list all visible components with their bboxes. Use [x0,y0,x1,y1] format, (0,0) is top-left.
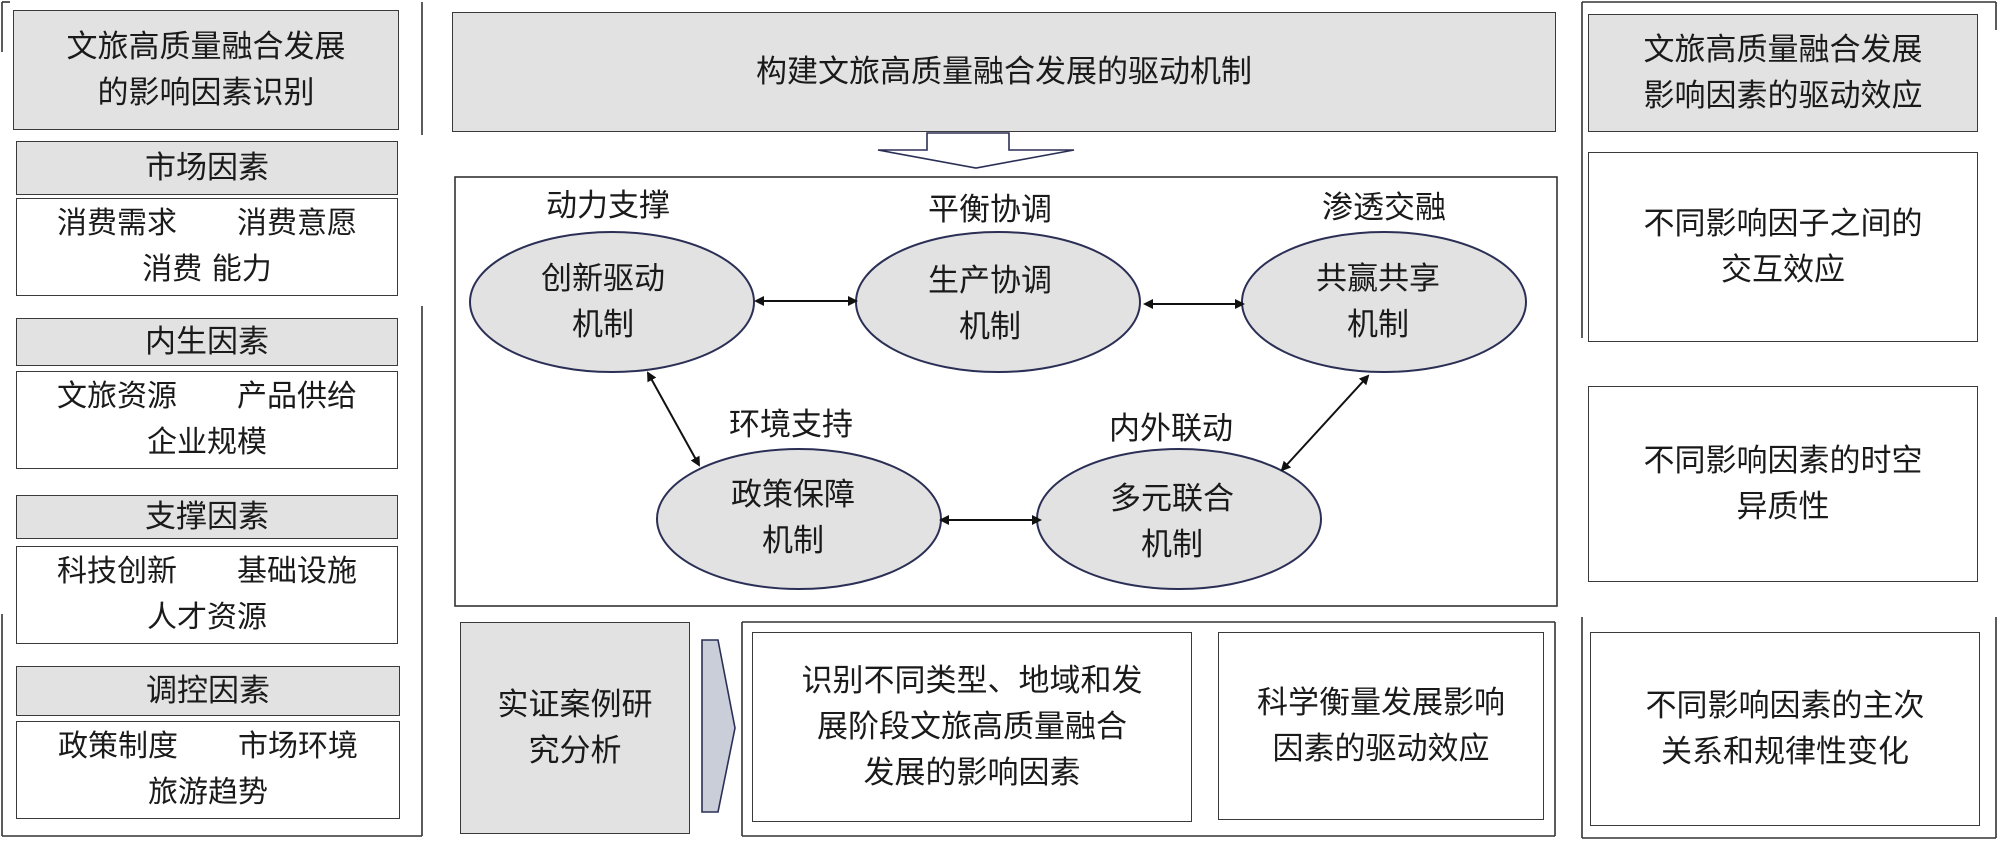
outcome-identify-box: 识别不同类型、地域和发 展阶段文旅高质量融合 发展的影响因素 [752,632,1192,822]
label-internal-external: 内外联动 [1109,411,1233,447]
case-study-box: 实证案例研 究分析 [460,622,690,834]
down-block-arrow [877,132,1075,169]
factor-header-support: 支撑因素 [16,495,398,539]
label-penetration: 渗透交融 [1322,190,1446,226]
factor-item: 文旅资源 [57,379,177,414]
outcome-measure-box: 科学衡量发展影响 因素的驱动效应 [1218,632,1544,820]
mechanism-winwin: 共赢共享 机制 [1316,261,1440,343]
mechanism-production: 生产协调 机制 [928,263,1052,345]
factor-item: 产品供给 [237,379,357,414]
factor-item: 人才资源 [147,600,267,635]
right-title-box: 文旅高质量融合发展 影响因素的驱动效应 [1588,14,1978,132]
right-brackets [1581,1,1997,839]
factor-item: 消费 能力 [142,252,272,287]
center-title-box: 构建文旅高质量融合发展的驱动机制 [452,12,1556,132]
factor-item: 政策制度 [58,729,178,764]
factor-item: 消费需求 [57,206,177,241]
effect-heterogeneity-box: 不同影响因素的时空 异质性 [1588,386,1978,582]
factor-items-market: 消费需求 消费意愿 消费 能力 [16,198,398,296]
factor-items-endogenous: 文旅资源 产品供给 企业规模 [16,371,398,469]
factor-item: 科技创新 [57,554,177,589]
mechanism-policy: 政策保障 机制 [731,477,855,559]
factor-item: 基础设施 [237,554,357,589]
effect-interaction-box: 不同影响因子之间的 交互效应 [1588,152,1978,342]
outcomes-bracket [741,621,1556,837]
factor-item: 旅游趋势 [148,775,268,810]
arrow-multi-winwin [1280,374,1370,472]
factor-header-market: 市场因素 [16,141,398,195]
left-title-box: 文旅高质量融合发展 的影响因素识别 [13,10,399,130]
factor-header-endogenous: 内生因素 [16,318,398,366]
factor-items-support: 科技创新 基础设施 人才资源 [16,546,398,644]
label-balance: 平衡协调 [928,192,1052,228]
mechanism-innovation: 创新驱动 机制 [541,261,665,343]
arrow-innovation-policy [647,371,700,467]
mechanism-multi: 多元联合 机制 [1110,481,1234,563]
right-block-arrow [701,639,736,813]
factor-item: 企业规模 [147,425,267,460]
factor-item: 市场环境 [238,729,358,764]
effect-priority-box: 不同影响因素的主次 关系和规律性变化 [1590,632,1980,826]
factor-items-regulation: 政策制度 市场环境 旅游趋势 [16,721,400,819]
label-environment: 环境支持 [729,407,853,443]
factor-item: 消费意愿 [237,206,357,241]
factor-header-regulation: 调控因素 [16,666,400,716]
label-dynamic-support: 动力支撑 [546,188,670,224]
left-brackets [1,1,423,837]
